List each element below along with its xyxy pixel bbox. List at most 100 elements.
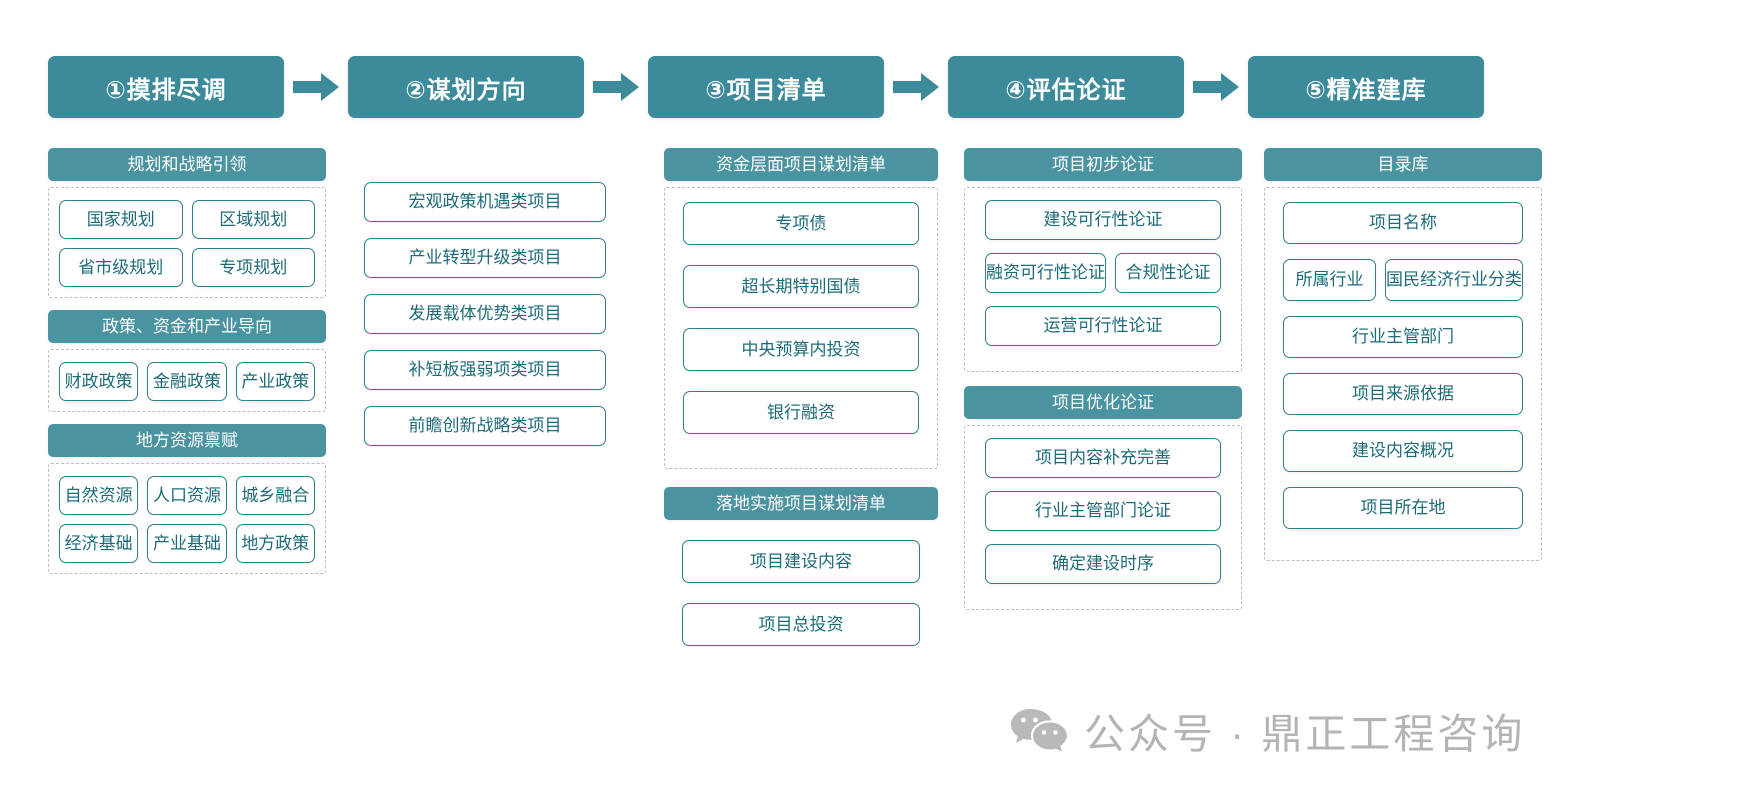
item-cell[interactable]: 城乡融合 <box>235 476 315 515</box>
dashed-container: 自然资源人口资源城乡融合经济基础产业基础地方政策 <box>48 463 326 574</box>
group-title: 项目优化论证 <box>964 386 1242 419</box>
item-row: 自然资源人口资源城乡融合 <box>59 476 315 515</box>
item-cell[interactable]: 运营可行性论证 <box>985 306 1221 346</box>
item-cell[interactable]: 行业主管部门论证 <box>985 491 1221 531</box>
item-cell[interactable]: 产业转型升级类项目 <box>364 238 606 278</box>
item-row: 国家规划区域规划 <box>59 200 315 239</box>
right-arrow-icon <box>884 72 948 102</box>
item-row: 确定建设时序 <box>985 544 1221 584</box>
dashed-container: 财政政策金融政策产业政策 <box>48 349 326 412</box>
right-arrow-icon <box>584 72 648 102</box>
item-row: 行业主管部门 <box>1283 316 1523 358</box>
item-row: 补短板强弱项类项目 <box>364 350 606 390</box>
item-cell[interactable]: 项目内容补充完善 <box>985 438 1221 478</box>
dashed-container: 建设可行性论证融资可行性论证合规性论证运营可行性论证 <box>964 187 1242 372</box>
item-cell[interactable]: 经济基础 <box>59 524 139 563</box>
item-cell[interactable]: 人口资源 <box>147 476 227 515</box>
item-cell[interactable]: 专项债 <box>683 202 919 245</box>
item-cell[interactable]: 省市级规划 <box>59 248 183 287</box>
group-title: 项目初步论证 <box>964 148 1242 181</box>
item-row: 项目所在地 <box>1283 487 1523 529</box>
item-cell[interactable]: 项目来源依据 <box>1283 373 1523 415</box>
group-spacer <box>364 148 606 170</box>
item-cell[interactable]: 所属行业 <box>1283 259 1376 301</box>
item-cell[interactable]: 财政政策 <box>59 362 139 401</box>
item-row: 发展载体优势类项目 <box>364 294 606 334</box>
item-row: 宏观政策机遇类项目 <box>364 182 606 222</box>
item-cell[interactable]: 项目建设内容 <box>682 540 920 583</box>
group-4-1: 项目初步论证建设可行性论证融资可行性论证合规性论证运营可行性论证 <box>964 148 1242 372</box>
item-cell[interactable]: 补短板强弱项类项目 <box>364 350 606 390</box>
item-cell[interactable]: 中央预算内投资 <box>683 328 919 371</box>
item-cell[interactable]: 宏观政策机遇类项目 <box>364 182 606 222</box>
item-cell[interactable]: 项目名称 <box>1283 202 1523 244</box>
item-cell[interactable]: 银行融资 <box>683 391 919 434</box>
item-cell[interactable]: 国民经济行业分类 <box>1385 259 1523 301</box>
wechat-icon <box>1010 707 1068 753</box>
item-cell[interactable]: 国家规划 <box>59 200 183 239</box>
group-title: 落地实施项目谋划清单 <box>664 487 938 520</box>
item-cell[interactable]: 建设可行性论证 <box>985 200 1221 240</box>
item-cell[interactable]: 融资可行性论证 <box>985 253 1106 293</box>
column-3: 资金层面项目谋划清单专项债超长期特别国债中央预算内投资银行融资落地实施项目谋划清… <box>664 148 938 692</box>
item-row: 产业转型升级类项目 <box>364 238 606 278</box>
phase-pill-2[interactable]: ②谋划方向 <box>348 56 584 118</box>
phase-pill-5[interactable]: ⑤精准建库 <box>1248 56 1484 118</box>
item-row: 专项债 <box>683 202 919 245</box>
item-row: 项目建设内容 <box>682 540 920 583</box>
item-cell[interactable]: 金融政策 <box>147 362 227 401</box>
phase-1-wrap: ①摸排尽调 <box>48 56 348 118</box>
phase-5-wrap: ⑤精准建库 <box>1248 56 1484 118</box>
item-row: 行业主管部门论证 <box>985 491 1221 531</box>
item-row: 项目来源依据 <box>1283 373 1523 415</box>
column-1: 规划和战略引领国家规划区域规划省市级规划专项规划政策、资金和产业导向财政政策金融… <box>48 148 326 586</box>
item-row: 建设可行性论证 <box>985 200 1221 240</box>
item-cell[interactable]: 地方政策 <box>235 524 315 563</box>
item-cell[interactable]: 确定建设时序 <box>985 544 1221 584</box>
column-4: 项目初步论证建设可行性论证融资可行性论证合规性论证运营可行性论证项目优化论证项目… <box>964 148 1242 622</box>
item-cell[interactable]: 合规性论证 <box>1115 253 1221 293</box>
plain-container: 项目建设内容项目总投资 <box>664 526 938 680</box>
dashed-container: 国家规划区域规划省市级规划专项规划 <box>48 187 326 298</box>
group-title: 规划和战略引领 <box>48 148 326 181</box>
group-1-1: 规划和战略引领国家规划区域规划省市级规划专项规划 <box>48 148 326 298</box>
phase-3-wrap: ③项目清单 <box>648 56 948 118</box>
group-1-2: 政策、资金和产业导向财政政策金融政策产业政策 <box>48 310 326 412</box>
item-row: 运营可行性论证 <box>985 306 1221 346</box>
phase-4-wrap: ④评估论证 <box>948 56 1248 118</box>
column-2: 宏观政策机遇类项目产业转型升级类项目发展载体优势类项目补短板强弱项类项目前瞻创新… <box>364 148 606 462</box>
item-row: 建设内容概况 <box>1283 430 1523 472</box>
watermark-text: 公众号 · 鼎正工程咨询 <box>1084 711 1526 757</box>
item-cell[interactable]: 自然资源 <box>59 476 139 515</box>
item-cell[interactable]: 产业基础 <box>147 524 227 563</box>
item-cell[interactable]: 项目总投资 <box>682 603 920 646</box>
plain-container: 宏观政策机遇类项目产业转型升级类项目发展载体优势类项目补短板强弱项类项目前瞻创新… <box>364 176 606 446</box>
column-5: 目录库项目名称所属行业国民经济行业分类行业主管部门项目来源依据建设内容概况项目所… <box>1264 148 1542 573</box>
item-row: 经济基础产业基础地方政策 <box>59 524 315 563</box>
dashed-container: 项目内容补充完善行业主管部门论证确定建设时序 <box>964 425 1242 610</box>
phase-pill-1[interactable]: ①摸排尽调 <box>48 56 284 118</box>
group-title: 资金层面项目谋划清单 <box>664 148 938 181</box>
item-cell[interactable]: 发展载体优势类项目 <box>364 294 606 334</box>
item-cell[interactable]: 建设内容概况 <box>1283 430 1523 472</box>
group-3-2: 落地实施项目谋划清单项目建设内容项目总投资 <box>664 487 938 680</box>
item-row: 项目名称 <box>1283 202 1523 244</box>
item-cell[interactable]: 产业政策 <box>235 362 315 401</box>
item-cell[interactable]: 项目所在地 <box>1283 487 1523 529</box>
item-cell[interactable]: 区域规划 <box>191 200 315 239</box>
item-cell[interactable]: 前瞻创新战略类项目 <box>364 406 606 446</box>
item-cell[interactable]: 行业主管部门 <box>1283 316 1523 358</box>
item-row: 中央预算内投资 <box>683 328 919 371</box>
item-row: 银行融资 <box>683 391 919 434</box>
item-row: 前瞻创新战略类项目 <box>364 406 606 446</box>
phase-pill-3[interactable]: ③项目清单 <box>648 56 884 118</box>
item-row: 融资可行性论证合规性论证 <box>985 253 1221 293</box>
right-arrow-icon <box>1184 72 1248 102</box>
item-row: 项目内容补充完善 <box>985 438 1221 478</box>
group-title: 地方资源禀赋 <box>48 424 326 457</box>
item-cell[interactable]: 专项规划 <box>191 248 315 287</box>
phase-pill-4[interactable]: ④评估论证 <box>948 56 1184 118</box>
group-2-1: 宏观政策机遇类项目产业转型升级类项目发展载体优势类项目补短板强弱项类项目前瞻创新… <box>364 148 606 446</box>
item-cell[interactable]: 超长期特别国债 <box>683 265 919 308</box>
